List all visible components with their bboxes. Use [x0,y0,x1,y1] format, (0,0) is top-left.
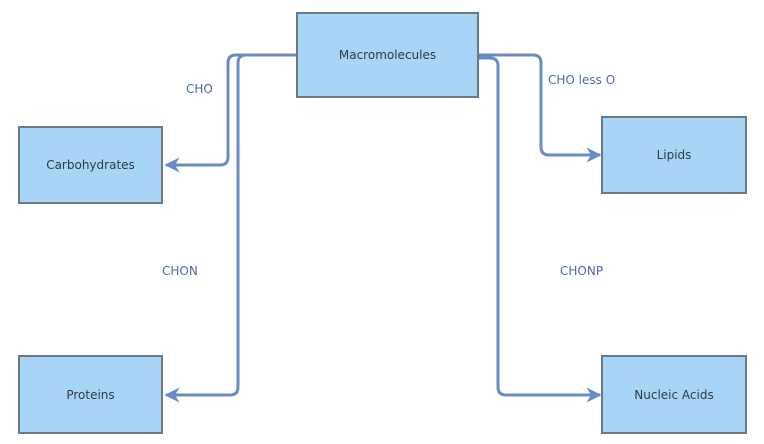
connector-to-lipids [478,53,602,163]
node-carbohydrates-label: Carbohydrates [46,158,135,172]
edge-label-chonp: CHONP [560,264,604,278]
node-nucleic-acids-label: Nucleic Acids [634,387,714,402]
node-carbohydrates[interactable]: Carbohydrates [18,126,163,204]
node-lipids-label: Lipids [656,148,692,162]
node-proteins[interactable]: Proteins [18,355,163,434]
node-macromolecules[interactable]: Macromolecules [296,12,479,98]
edge-label-cho-less-o: CHO less O [548,73,616,87]
edge-label-cho: CHO [186,82,213,96]
node-macromolecules-label: Macromolecules [338,48,437,62]
node-proteins-label: Proteins [66,387,115,402]
connector-to-carbohydrates [164,53,297,173]
node-nucleic-acids[interactable]: Nucleic Acids [601,355,747,434]
edge-label-chon: CHON [162,264,198,278]
node-lipids[interactable]: Lipids [601,116,747,194]
connector-to-nucleic-acids [478,56,602,403]
connector-to-proteins [164,53,297,403]
